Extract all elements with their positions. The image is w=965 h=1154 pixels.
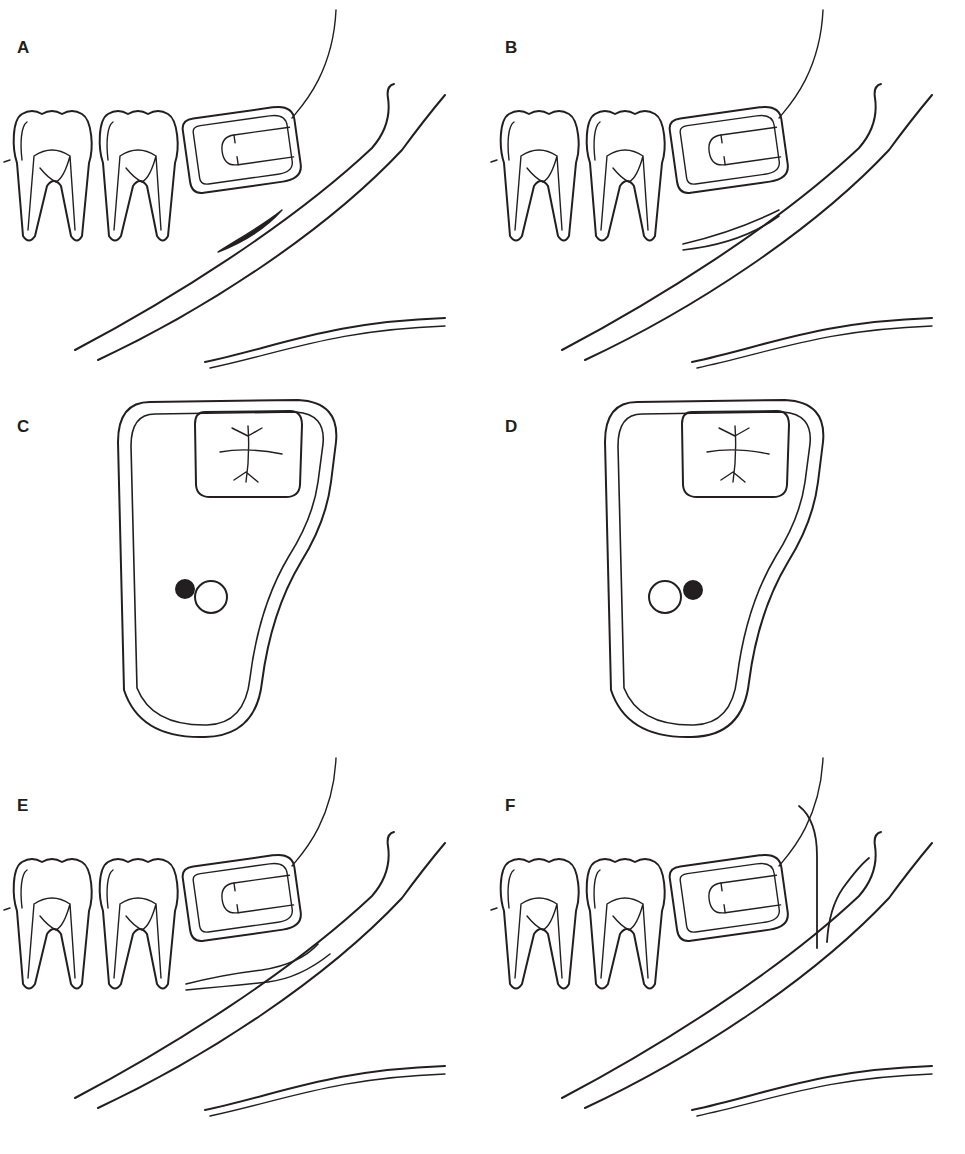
panel-letter: D bbox=[505, 418, 517, 435]
panel-letter: A bbox=[17, 39, 29, 56]
panel-letter: C bbox=[17, 418, 29, 435]
panel-a-bifid-canal bbox=[4, 10, 445, 368]
panel-d-cross-section bbox=[605, 400, 823, 737]
panel-letter: E bbox=[17, 797, 28, 814]
panel-e-dental-branch bbox=[4, 758, 445, 1116]
panel-b-forward-branch bbox=[491, 10, 932, 368]
panel-letter: B bbox=[505, 39, 517, 56]
panel-f-retromolar-branch bbox=[491, 758, 932, 1116]
panel-letter: F bbox=[505, 797, 515, 814]
panel-c-cross-section bbox=[118, 400, 336, 737]
